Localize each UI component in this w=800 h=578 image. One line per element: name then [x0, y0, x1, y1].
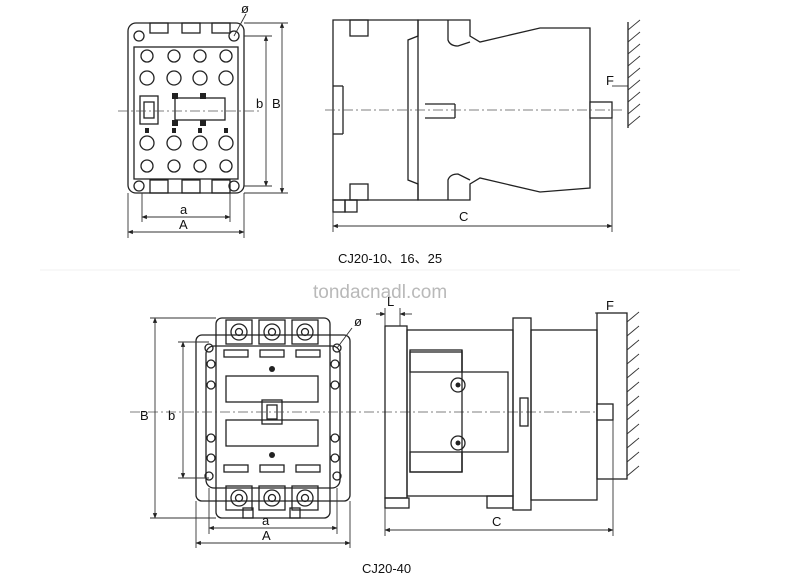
- bottom-C-label: C: [492, 514, 501, 529]
- top-front-dimensions: [127, 13, 288, 238]
- top-front-view: [118, 22, 262, 194]
- bottom-b-label: b: [168, 408, 175, 423]
- bottom-side-view: [376, 308, 614, 511]
- bottom-B-label: B: [140, 408, 149, 423]
- bottom-mounting-wall: [596, 311, 640, 480]
- top-C-label: C: [459, 209, 468, 224]
- bottom-phi-label: ø: [354, 314, 362, 329]
- bottom-front-view: [130, 317, 600, 519]
- top-side-dimensions: [332, 118, 613, 232]
- top-caption: CJ20-10、16、25: [338, 251, 442, 266]
- top-a-label: a: [180, 202, 188, 217]
- bottom-side-dimensions: [384, 420, 614, 536]
- bottom-caption: CJ20-40: [362, 561, 411, 576]
- bottom-front-dimensions: [150, 317, 353, 548]
- bottom-L-label: L: [387, 294, 394, 309]
- top-F-label: F: [606, 73, 614, 88]
- top-side-view: [325, 19, 628, 213]
- top-B-label: B: [272, 96, 281, 111]
- bottom-a-label: a: [262, 513, 270, 528]
- top-b-label: b: [256, 96, 263, 111]
- top-A-label: A: [179, 217, 188, 232]
- top-mounting-wall: [627, 19, 641, 128]
- bottom-F-label: F: [606, 298, 614, 313]
- top-phi-label: ø: [241, 1, 249, 16]
- bottom-A-label: A: [262, 528, 271, 543]
- watermark: tondacnadl.com: [313, 282, 447, 303]
